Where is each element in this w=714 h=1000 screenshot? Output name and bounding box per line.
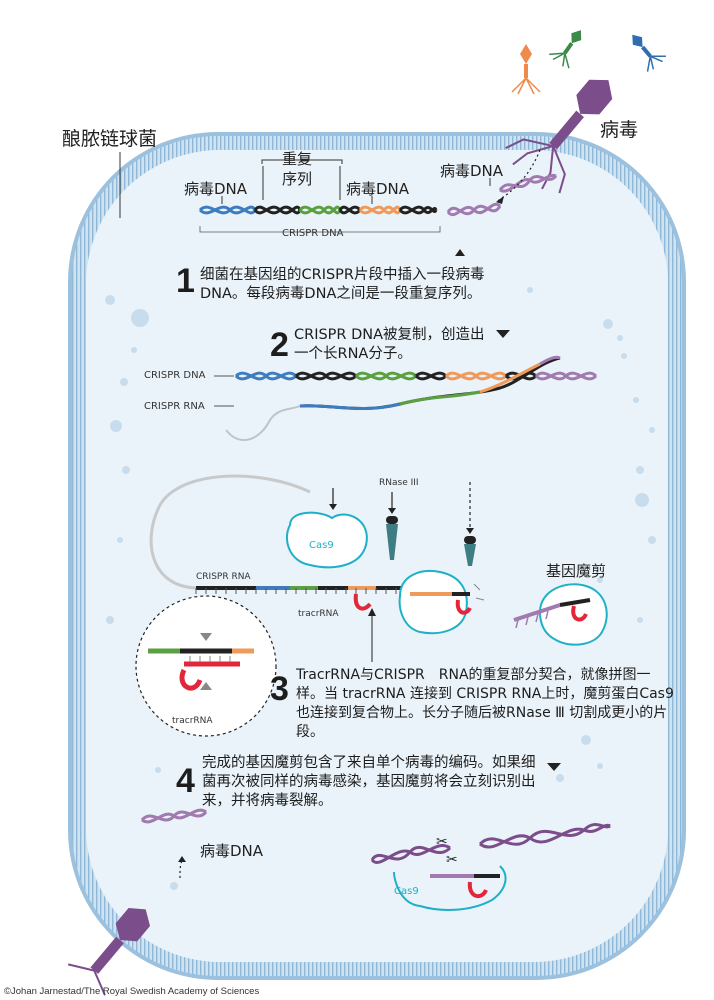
step3-text: TracrRNA与CRISPR RNA的重复部分契合，就像拼图一样。当 trac… [296, 667, 674, 740]
step1-up-marker [455, 249, 465, 256]
step4-cleave-complex: ✂ ✂ [370, 823, 611, 911]
virus-top-icon [505, 79, 613, 194]
phage-blue-icon [632, 34, 666, 72]
step2-number: 2 [270, 326, 289, 364]
repeat-seq-label-2: 序列 [282, 170, 313, 188]
step3-crispr-rna-label: CRISPR RNA [196, 572, 251, 582]
zoom-circle [135, 595, 277, 737]
step2-down-marker [496, 330, 510, 338]
credit-line: ©Johan Jarnestad/The Royal Swedish Acade… [4, 986, 260, 997]
repeat-seq-label-1: 重复 [282, 150, 313, 168]
gene-scissors-icon [513, 583, 608, 646]
step2-rna [214, 355, 561, 441]
rnase-blade-icon [386, 492, 398, 560]
step3-cut-complex [398, 570, 485, 635]
step4-text: 完成的基因魔剪包含了来自单个病毒的编码。如果细菌再次被同样的病毒感染，基因魔剪将… [202, 755, 536, 809]
viral-dna-incoming-label: 病毒DNA [440, 162, 504, 180]
virus-injection-arrow [495, 149, 541, 203]
top-crispr-strip [198, 173, 558, 233]
step4-down-marker [547, 763, 561, 771]
bottom-viral-dna [140, 808, 208, 824]
viral-dna-left-label: 病毒DNA [184, 180, 248, 198]
step2-crispr-rna-label: CRISPR RNA [144, 401, 205, 412]
step4-number: 4 [176, 762, 195, 800]
cell-dots [105, 287, 656, 890]
step3-cas9-icon [285, 511, 368, 569]
bacterium-title: 酿脓链球菌 [62, 128, 158, 150]
zoom-tracr-rna-label: tracrRNA [172, 716, 213, 726]
step3-tracr-rna-label: tracrRNA [298, 609, 339, 619]
phage-green-icon [549, 30, 582, 69]
step4-cas9-label: Cas9 [394, 886, 419, 897]
step4-viral-dna-label: 病毒DNA [200, 842, 264, 860]
virus-label: 病毒 [600, 119, 639, 141]
step2-crispr-dna-label: CRISPR DNA [144, 370, 206, 381]
step1-text: 细菌在基因组的CRISPR片段中插入一段病毒DNA。每段病毒DNA之间是一段重复… [200, 267, 485, 302]
step1-number: 1 [176, 262, 195, 300]
phage-orange-icon [511, 44, 541, 95]
svg-text:✂: ✂ [436, 834, 448, 850]
step2-text: CRISPR DNA被复制，创造出一个长RNA分子。 [294, 327, 485, 362]
gene-scissors-label: 基因魔剪 [546, 562, 607, 580]
rnase-blade-icon-2 [464, 482, 476, 566]
cas9-label: Cas9 [309, 540, 334, 551]
top-brackets [221, 159, 491, 204]
bacterium-cell [68, 132, 686, 980]
step2-dna [214, 371, 598, 381]
crispr-dna-small-label: CRISPR DNA [282, 228, 344, 239]
viral-dna-right-label: 病毒DNA [346, 180, 410, 198]
step3-number: 3 [270, 670, 289, 708]
virus-bottom-icon [67, 908, 151, 996]
svg-text:✂: ✂ [446, 852, 458, 868]
step3-rna-strand [149, 474, 406, 611]
rnase-label: RNase III [379, 478, 419, 488]
